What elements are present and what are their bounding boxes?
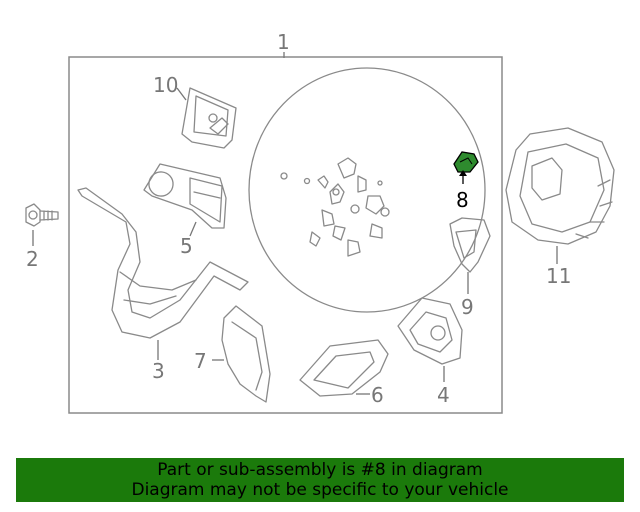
leader-10 <box>176 87 187 101</box>
callout-1: 1 <box>277 30 290 54</box>
part-5-left-switch <box>143 163 227 229</box>
callout-5: 5 <box>180 234 193 258</box>
callout-2: 2 <box>26 247 39 271</box>
part-6-lower-trim <box>299 339 389 397</box>
leader-8-arrowhead <box>459 170 467 176</box>
part-4-right-switch <box>397 297 463 365</box>
part-8-highlighted <box>453 151 479 173</box>
callout-11: 11 <box>546 264 571 288</box>
part-1-steering-wheel-body <box>248 67 486 313</box>
callout-4: 4 <box>437 383 450 407</box>
callout-3: 3 <box>152 359 165 383</box>
part-10-switch-cover <box>181 87 237 149</box>
callout-7: 7 <box>194 349 207 373</box>
part-7-side-cover <box>221 305 271 403</box>
info-banner: Part or sub-assembly is #8 in diagram Di… <box>16 458 624 502</box>
part-2-bolt <box>25 203 59 227</box>
part-11-airbag-module <box>505 127 615 245</box>
callout-9: 9 <box>461 295 474 319</box>
banner-line-1: Part or sub-assembly is #8 in diagram <box>157 460 483 480</box>
callout-10: 10 <box>153 73 178 97</box>
part-9-bracket <box>449 217 491 273</box>
callout-8: 8 <box>456 188 469 212</box>
parts-diagram: 1 10 5 3 <box>25 30 615 414</box>
leader-5 <box>189 221 197 237</box>
callout-6: 6 <box>371 383 384 407</box>
part-3-lower-bezel <box>77 187 249 339</box>
assembly-frame <box>68 56 503 414</box>
banner-line-2: Diagram may not be specific to your vehi… <box>131 480 509 500</box>
